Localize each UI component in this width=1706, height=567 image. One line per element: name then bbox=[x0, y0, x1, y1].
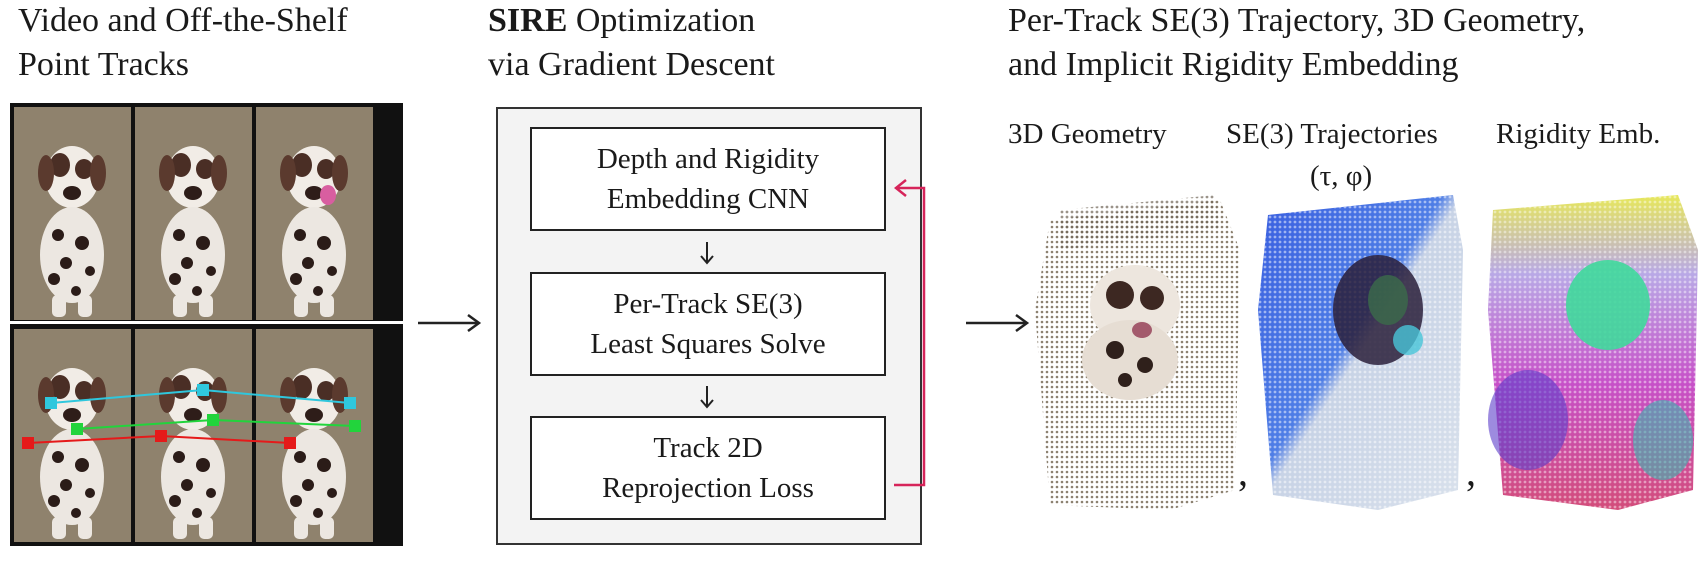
optimization-title-line2: via Gradient Descent bbox=[488, 46, 775, 83]
rigidity-embedding-point-cloud bbox=[1488, 195, 1698, 510]
label-trajectory-params: (τ, φ) bbox=[1310, 160, 1373, 192]
video-frame bbox=[14, 107, 131, 320]
optimization-title-line1: SIRE Optimization bbox=[488, 0, 755, 42]
arrow-right-icon bbox=[966, 313, 1030, 333]
track-point bbox=[45, 397, 57, 409]
video-frame bbox=[256, 107, 373, 320]
point-tracks bbox=[22, 384, 361, 449]
video-frame bbox=[256, 329, 373, 542]
video-frame-grid bbox=[10, 103, 403, 546]
sire-label: SIRE bbox=[488, 2, 568, 39]
track-point bbox=[197, 384, 209, 396]
box2-line2: Least Squares Solve bbox=[590, 328, 826, 360]
label-3d-geometry: 3D Geometry bbox=[1008, 118, 1167, 150]
label-se3-trajectories: SE(3) Trajectories bbox=[1226, 118, 1438, 150]
arrow-right-icon bbox=[418, 313, 482, 333]
input-title-line2: Point Tracks bbox=[18, 46, 189, 83]
track-point bbox=[71, 423, 83, 435]
track-point bbox=[155, 430, 167, 442]
track-point bbox=[207, 414, 219, 426]
track-point bbox=[349, 420, 361, 432]
geometry-point-cloud bbox=[1035, 195, 1240, 510]
input-title-line1: Video and Off-the-Shelf bbox=[18, 2, 348, 39]
track-point bbox=[22, 437, 34, 449]
track-point bbox=[344, 397, 356, 409]
separator-comma: , bbox=[1466, 449, 1476, 494]
separator-comma: , bbox=[1238, 449, 1248, 494]
box2-line1: Per-Track SE(3) bbox=[613, 288, 803, 320]
arrow-down-icon bbox=[700, 386, 714, 409]
track-point bbox=[284, 437, 296, 449]
box1-line2: Embedding CNN bbox=[606, 183, 810, 215]
box3-line2: Reprojection Loss bbox=[602, 472, 814, 504]
trajectory-point-cloud bbox=[1258, 195, 1463, 510]
depth-rigidity-cnn-box: Depth and Rigidity Embedding CNN bbox=[530, 127, 886, 231]
video-frame bbox=[14, 329, 131, 542]
output-title-line1: Per-Track SE(3) Trajectory, 3D Geometry, bbox=[1008, 2, 1586, 39]
video-frame bbox=[135, 107, 252, 320]
box3-line1: Track 2D bbox=[653, 432, 763, 464]
feedback-loop-arrow-icon bbox=[893, 179, 926, 487]
reprojection-loss-box: Track 2D Reprojection Loss bbox=[530, 416, 886, 520]
optimization-title-rest: Optimization bbox=[567, 2, 756, 39]
least-squares-solve-box: Per-Track SE(3) Least Squares Solve bbox=[530, 272, 886, 376]
label-rigidity-embedding: Rigidity Emb. bbox=[1496, 118, 1661, 150]
output-title-line2: and Implicit Rigidity Embedding bbox=[1008, 46, 1459, 83]
arrow-down-icon bbox=[700, 242, 714, 265]
box1-line1: Depth and Rigidity bbox=[596, 143, 820, 175]
